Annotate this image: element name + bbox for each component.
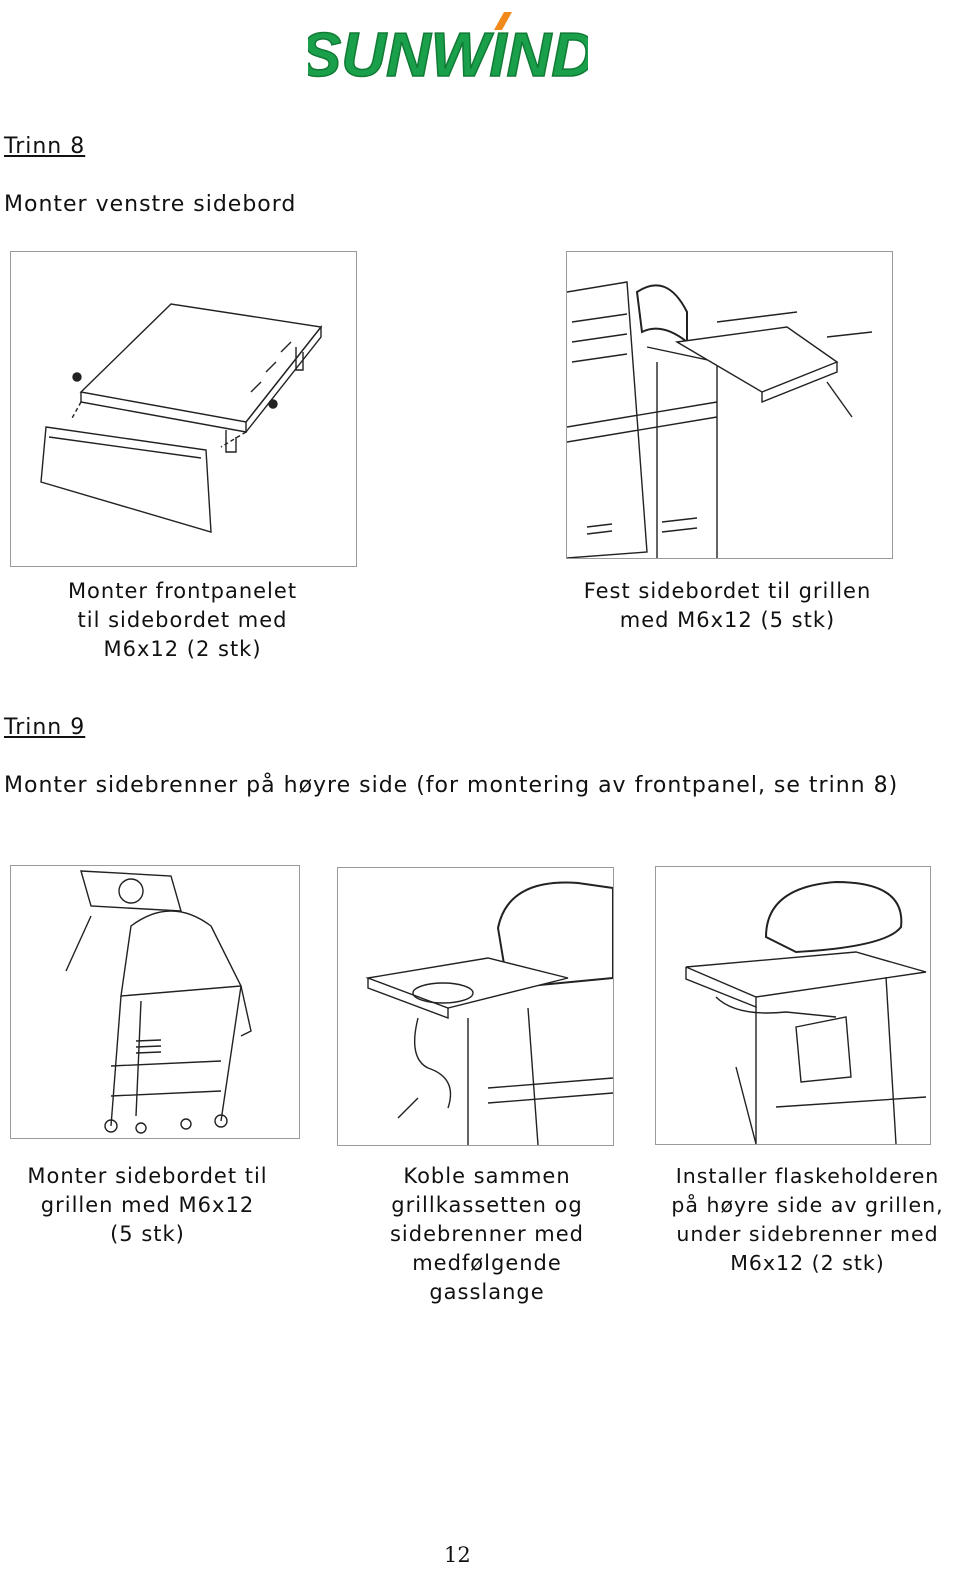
step9-caption-2: Koble sammen grillkassetten og sidebrenn… (357, 1162, 617, 1307)
caption-line: medfølgende (412, 1251, 562, 1275)
caption-line: til sidebordet med (77, 608, 288, 632)
caption-line: Monter sidebordet til (27, 1164, 268, 1188)
step9-caption-3: Installer flaskeholderen på høyre side a… (655, 1162, 960, 1278)
caption-line: sidebrenner med (389, 1222, 584, 1246)
caption-line: Monter frontpanelet (67, 579, 298, 603)
caption-line: grillen med M6x12 (40, 1193, 255, 1217)
step8-subtitle: Monter venstre sidebord (4, 192, 297, 217)
caption-line: (5 stk) (110, 1222, 185, 1246)
illustration-side-table-front-panel (10, 251, 357, 567)
caption-line: Koble sammen (403, 1164, 571, 1188)
sunwind-logo: SUNWIND (299, 8, 597, 91)
caption-line: under sidebrenner med (676, 1222, 939, 1246)
page-number: 12 (444, 1543, 471, 1567)
caption-line: på høyre side av grillen, (671, 1193, 944, 1217)
step9-caption-1: Monter sidebordet til grillen med M6x12 … (5, 1162, 290, 1249)
caption-line: grillkassetten og (391, 1193, 583, 1217)
step9-title: Trinn 9 (4, 715, 86, 740)
caption-line: gasslange (429, 1280, 545, 1304)
illustration-attach-side-table (566, 251, 893, 559)
illustration-gas-hose-connection (337, 867, 614, 1146)
svg-text:SUNWIND: SUNWIND (308, 21, 588, 88)
step9-subtitle: Monter sidebrenner på høyre side (for mo… (4, 773, 899, 798)
illustration-cylinder-holder (655, 866, 931, 1145)
caption-line: Fest sidebordet til grillen (583, 579, 872, 603)
caption-line: Installer flaskeholderen (675, 1164, 940, 1188)
caption-line: med M6x12 (5 stk) (619, 608, 836, 632)
caption-line: M6x12 (2 stk) (103, 637, 262, 661)
illustration-side-burner-table (10, 865, 300, 1139)
caption-line: M6x12 (2 stk) (730, 1251, 885, 1275)
step8-title: Trinn 8 (4, 134, 86, 159)
step8-caption-2: Fest sidebordet til grillen med M6x12 (5… (560, 577, 895, 635)
step8-caption-1: Monter frontpanelet til sidebordet med M… (30, 577, 335, 664)
